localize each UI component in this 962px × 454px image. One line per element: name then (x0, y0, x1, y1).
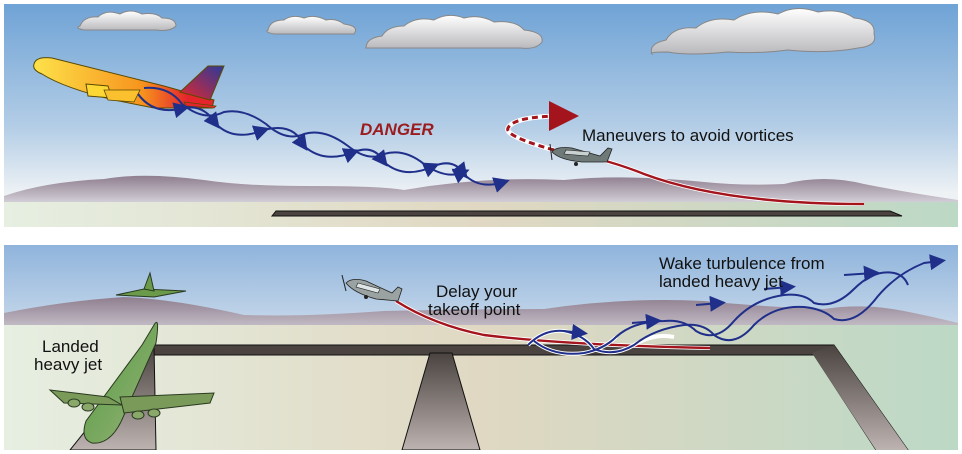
wake-label-line1: Wake turbulence from (659, 254, 825, 273)
delay-label-line1: Delay your (436, 282, 518, 301)
taxiway-center (401, 352, 481, 450)
delay-label-line2: takeoff point (428, 300, 521, 319)
landed-jet-label-line1: Landed (42, 337, 99, 356)
landed-jet-label-line2: heavy jet (34, 355, 102, 374)
heavy-jet-departing (33, 57, 225, 109)
top-scene: DANGER Maneuvers to avoid vortices (4, 4, 958, 227)
bottom-scene: Landed heavy jet Delay your takeoff poin… (4, 245, 958, 450)
wake-label-line2: landed heavy jet (659, 272, 783, 291)
landed-heavy-jet (48, 271, 215, 444)
cloud (365, 14, 543, 49)
avoid-maneuver-arrow (506, 101, 579, 152)
panel-takeoff-behind-heavy: DANGER Maneuvers to avoid vortices (4, 4, 958, 227)
wake-vortices (137, 86, 510, 193)
maneuver-label: Maneuvers to avoid vortices (582, 126, 794, 145)
runway (270, 210, 903, 217)
danger-label: DANGER (360, 120, 434, 139)
cloud (266, 15, 357, 35)
panel-takeoff-after-heavy-landing: Landed heavy jet Delay your takeoff poin… (4, 245, 958, 450)
light-aircraft (549, 143, 613, 166)
taxiway-right (812, 345, 908, 450)
cloud (650, 8, 876, 56)
light-aircraft (341, 274, 403, 302)
cloud (77, 10, 177, 31)
wake-vortices (527, 254, 946, 355)
takeoff-path (395, 299, 711, 350)
